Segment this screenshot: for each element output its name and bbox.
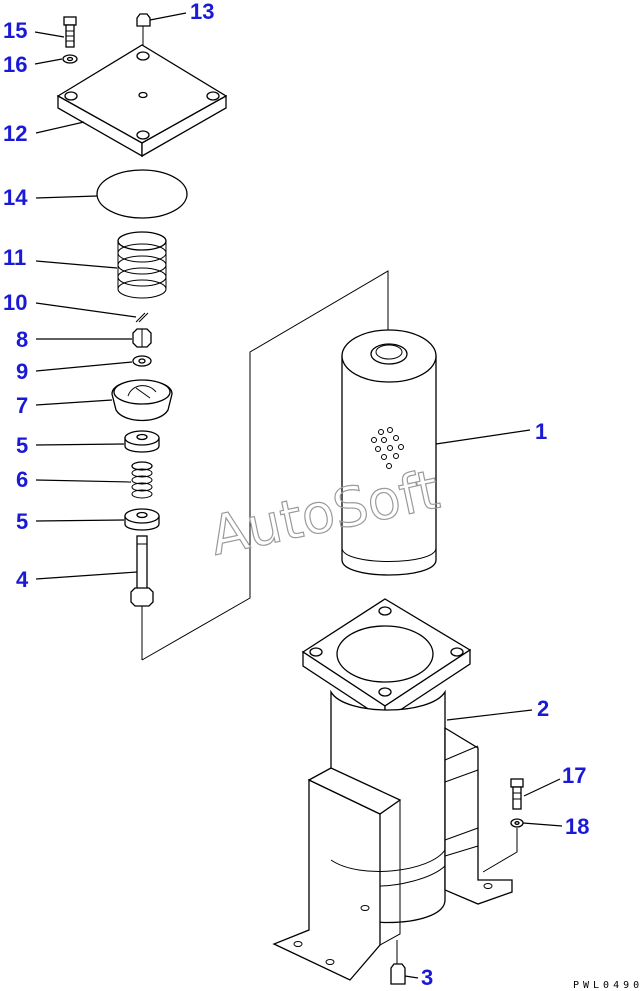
callout-8: 8 xyxy=(16,327,28,352)
part-5-spacer-upper xyxy=(124,430,160,453)
part-4-bolt xyxy=(130,535,154,660)
callout-5-lower: 5 xyxy=(16,509,28,534)
assembly-guide-line xyxy=(141,270,389,661)
callout-16: 16 xyxy=(3,52,27,77)
part-3-plug xyxy=(390,940,406,985)
part-11-spring xyxy=(117,231,167,299)
callout-11: 11 xyxy=(3,245,26,270)
part-5-spacer-lower xyxy=(124,508,160,531)
part-7-valve xyxy=(111,379,173,422)
callout-12: 12 xyxy=(3,121,27,146)
part-1-filter-element xyxy=(341,329,437,576)
callout-9: 9 xyxy=(16,359,28,384)
callout-17: 17 xyxy=(562,763,586,788)
callout-4: 4 xyxy=(16,567,29,592)
part-18-washer xyxy=(510,818,524,828)
callout-10: 10 xyxy=(3,290,27,315)
callout-7: 7 xyxy=(16,393,28,418)
callout-18: 18 xyxy=(565,814,589,839)
drawing-code: PWL0490 xyxy=(573,980,643,991)
callout-13: 13 xyxy=(190,0,214,24)
part-6-spring xyxy=(131,461,153,499)
part-2-filter-case xyxy=(272,598,513,981)
part-15-bolt xyxy=(63,16,77,48)
part-17-bolt xyxy=(510,778,524,810)
callout-3: 3 xyxy=(421,965,433,990)
part-16-washer xyxy=(62,54,78,64)
part-9-washer xyxy=(132,355,152,367)
bolt-17-guide-line xyxy=(482,828,518,873)
callout-15: 15 xyxy=(3,18,27,43)
callout-5-upper: 5 xyxy=(16,433,28,458)
part-14-o-ring xyxy=(96,169,188,219)
part-8-nut xyxy=(132,328,152,348)
callout-14: 14 xyxy=(3,185,28,210)
part-10-pin xyxy=(135,312,149,323)
callout-6: 6 xyxy=(16,467,28,492)
part-12-cover-plate xyxy=(56,44,228,158)
callout-2: 2 xyxy=(537,696,549,721)
callout-numbers: 15 13 16 12 14 11 10 8 9 7 5 6 5 4 1 2 1… xyxy=(3,0,589,990)
leader-lines xyxy=(34,12,563,979)
callout-1: 1 xyxy=(535,419,547,444)
